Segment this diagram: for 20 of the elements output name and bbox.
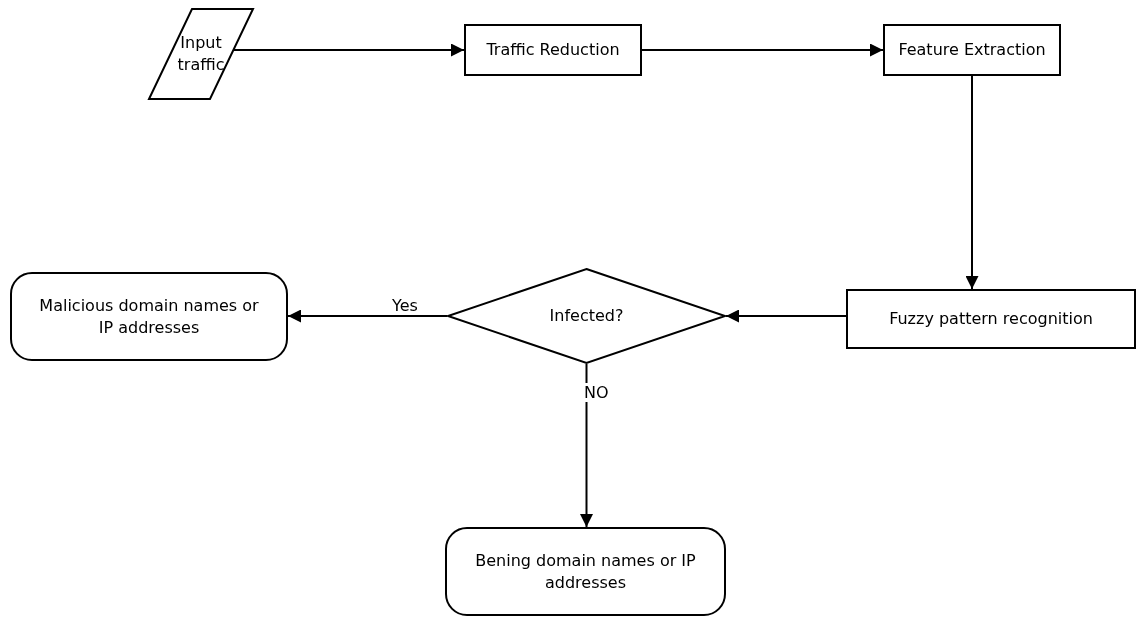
terminal-box [445,527,726,616]
decision-diamond [447,268,726,364]
terminal-box [10,272,288,361]
arrow [580,363,593,528]
node-label: Feature Extraction [897,39,1047,61]
node-label: Traffic Reduction [485,39,621,61]
process-box [846,289,1136,349]
edge-label: NO [582,383,611,402]
arrow [641,43,884,57]
arrow [725,309,847,323]
arrow [287,309,448,323]
arrow [965,75,979,290]
node-label: Malicious domain names or IP addresses [38,294,260,339]
node-label: Fuzzy pattern recognition [888,308,1094,330]
process-box [464,24,642,76]
process-box [883,24,1061,76]
node-label: Bening domain names or IP addresses [474,549,697,594]
node-label: Infected? [548,305,625,327]
node-label: Input traffic [176,32,226,76]
input-parallelogram [148,8,254,100]
